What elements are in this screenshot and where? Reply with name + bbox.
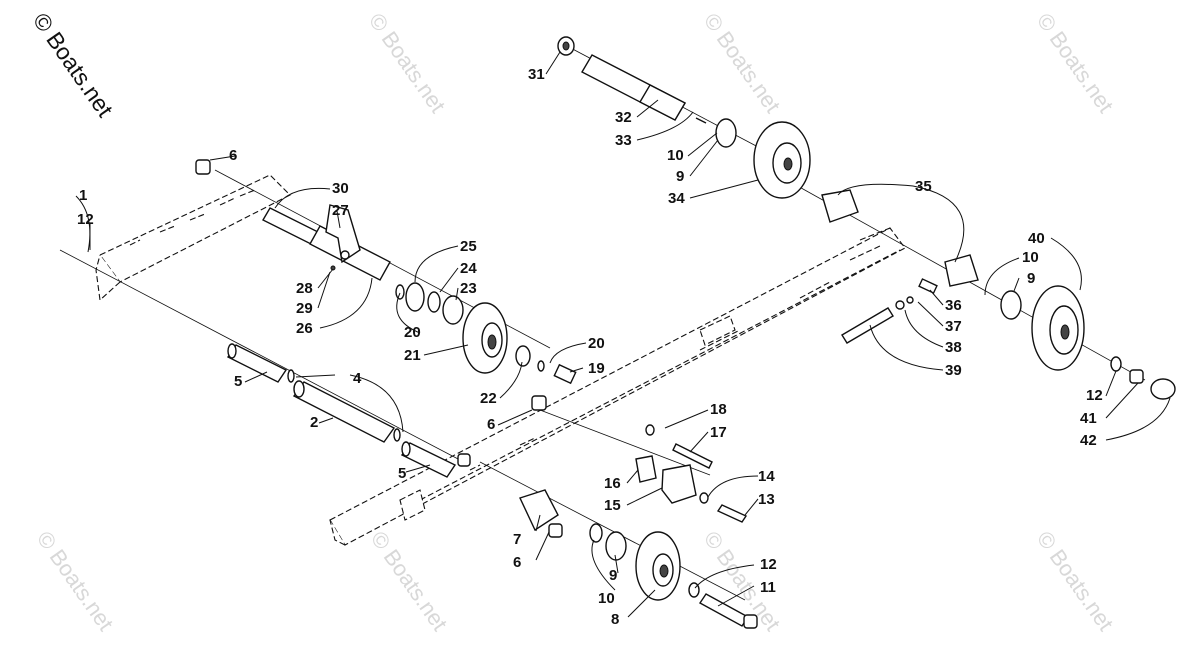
callout-13: 13	[758, 491, 775, 508]
front-idler-shaft	[226, 343, 471, 478]
callout-4: 4	[353, 370, 362, 387]
callout-5: 5	[234, 373, 242, 390]
callout-31: 31	[528, 66, 545, 83]
lower-wheel	[589, 523, 758, 629]
callout-2: 12	[77, 211, 94, 228]
callout-17: 17	[710, 424, 727, 441]
callout-19: 19	[588, 360, 605, 377]
callout-40: 40	[1028, 230, 1045, 247]
watermark: © Boats.net	[366, 527, 453, 636]
callout-6: 6	[229, 147, 237, 164]
callout-8: 8	[611, 611, 619, 628]
right-wheel-assembly	[821, 189, 1176, 400]
callout-6: 6	[487, 416, 495, 433]
upper-wheel-small	[395, 282, 577, 385]
callout-11: 11	[760, 579, 776, 596]
callout-12: 12	[1086, 387, 1103, 404]
callout-38: 38	[945, 339, 962, 356]
callout-20: 20	[588, 335, 605, 352]
callout-6: 6	[513, 554, 521, 571]
callout-26: 26	[296, 320, 313, 337]
callout-5: 5	[398, 465, 406, 482]
copyright-text: © Boats.net	[28, 8, 119, 122]
callout-10: 10	[667, 147, 684, 164]
leader-lines	[75, 51, 1171, 618]
callout-23: 23	[460, 280, 477, 297]
callout-1: 1	[79, 187, 87, 204]
rear-lower-assembly	[519, 395, 748, 538]
watermark: © Boats.net	[32, 527, 119, 636]
callout-10: 10	[1022, 249, 1039, 266]
callout-9: 9	[676, 168, 684, 185]
callout-7: 7	[513, 531, 521, 548]
callout-24: 24	[460, 260, 477, 277]
callout-35: 35	[915, 178, 932, 195]
callout-36: 36	[945, 297, 962, 314]
callout-21: 21	[404, 347, 421, 364]
watermark: © Boats.net	[364, 9, 451, 118]
callout-3: 2	[310, 414, 318, 431]
callout-12: 12	[760, 556, 777, 573]
callout-29: 29	[296, 300, 313, 317]
callout-9: 9	[609, 567, 617, 584]
callout-33: 33	[615, 132, 632, 149]
axis-lines	[59, 44, 1146, 601]
callout-30: 30	[332, 180, 349, 197]
callout-22: 22	[480, 390, 497, 407]
callout-42: 42	[1080, 432, 1097, 449]
callout-14: 14	[758, 468, 775, 485]
callout-15: 15	[604, 497, 621, 514]
callout-16: 16	[604, 475, 621, 492]
callout-32: 32	[615, 109, 632, 126]
upper-rear-wheel	[557, 36, 811, 199]
callout-9: 9	[1027, 270, 1035, 287]
callout-18: 18	[710, 401, 727, 418]
callout-28: 28	[296, 280, 313, 297]
callout-34: 34	[668, 190, 685, 207]
callout-37: 37	[945, 318, 962, 335]
callout-25: 25	[460, 238, 477, 255]
watermark: © Boats.net	[1032, 527, 1119, 636]
callout-41: 41	[1080, 410, 1097, 427]
right-rail	[329, 227, 906, 546]
callout-10: 10	[598, 590, 615, 607]
left-rail	[95, 174, 291, 302]
callout-20: 20	[404, 324, 421, 341]
watermark: © Boats.net	[1032, 9, 1119, 118]
callout-27: 27	[332, 202, 349, 219]
watermark: © Boats.net	[699, 9, 786, 118]
callout-labels: 1 12 2 4 5 5 6 6 6 7 8 9 9 9 10 10 10 11…	[77, 66, 1103, 628]
callout-39: 39	[945, 362, 962, 379]
upper-front-shaft	[195, 159, 391, 281]
